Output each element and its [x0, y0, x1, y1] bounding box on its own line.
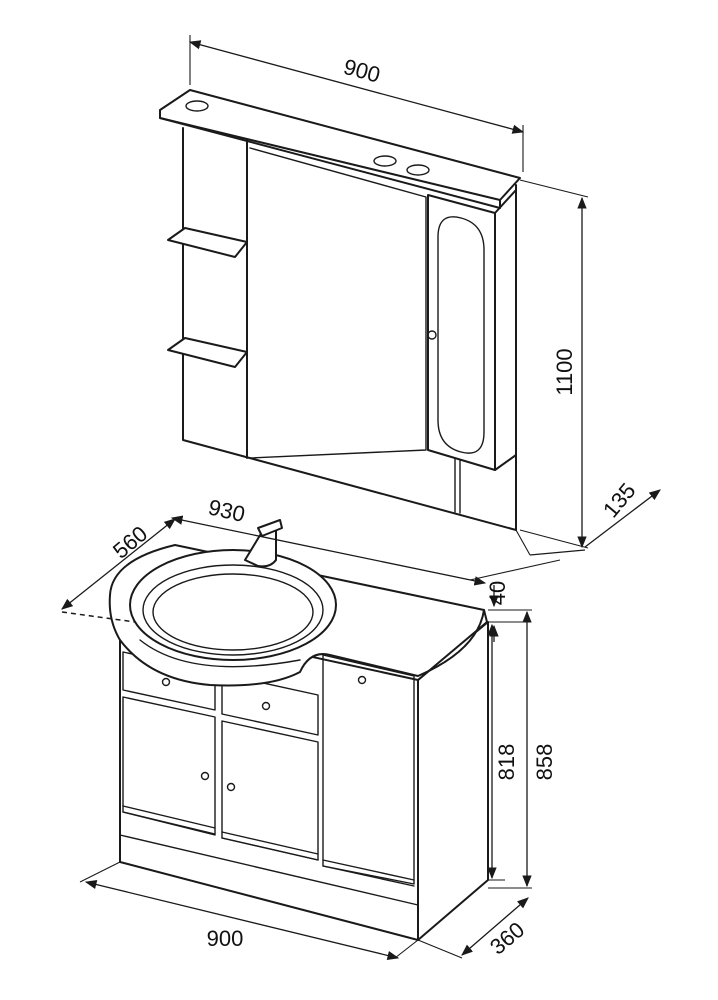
dim-mirror-height-label: 1100	[552, 348, 577, 395]
mirror-cabinet	[159, 89, 521, 531]
dim-mirror-depth-label: 135	[598, 478, 641, 522]
dim-body-height-label: 818	[494, 744, 519, 781]
door-left	[122, 696, 216, 836]
dim-cabinet-width-label: 900	[207, 926, 244, 951]
mirror-door-knob	[427, 330, 437, 340]
canopy-light-hole-right	[406, 164, 430, 176]
shelf-upper	[167, 227, 248, 258]
dim-cabinet-depth-label: 360	[485, 917, 529, 960]
mirror-panel	[249, 147, 427, 459]
mirror-door-window	[437, 216, 485, 454]
faucet	[244, 519, 283, 568]
dim-countertop-thickness-label: 40	[485, 581, 510, 605]
drawer-right	[221, 673, 319, 736]
dim-mirror-width-label: 900	[341, 54, 383, 88]
shelf-lower	[167, 337, 248, 368]
dimension-lines	[61, 35, 660, 961]
dim-countertop-width-label: 930	[206, 494, 247, 527]
door-right	[322, 654, 415, 885]
canopy-light-hole-mid	[373, 155, 397, 167]
dim-total-height-label: 858	[532, 744, 557, 781]
